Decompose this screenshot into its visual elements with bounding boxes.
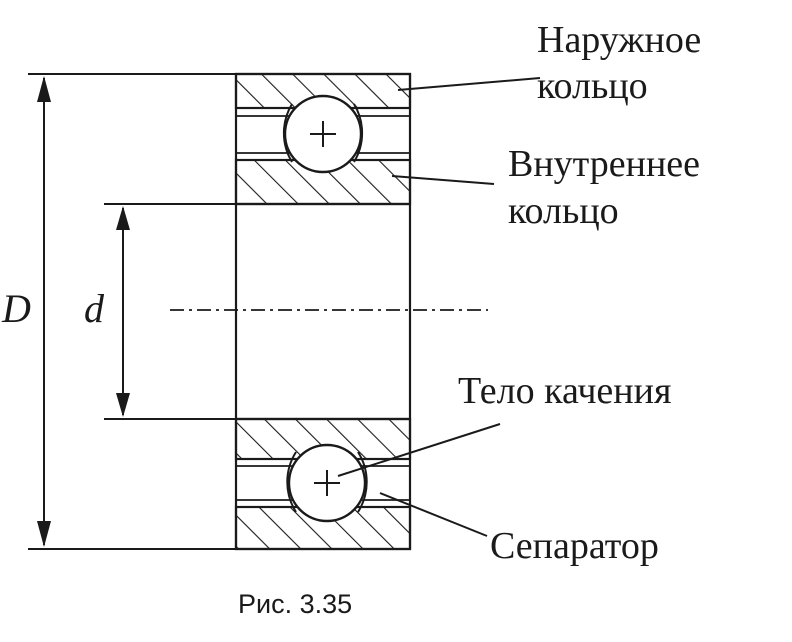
outer-ring-label-line1: Наружное xyxy=(537,19,701,61)
figure-caption: Рис. 3.35 xyxy=(238,589,352,619)
rolling-element-label: Тело качения xyxy=(458,370,671,412)
rolling-element-bottom xyxy=(286,443,368,523)
inner-ring-label-line2: кольцо xyxy=(508,190,619,232)
outer-diameter-label: D xyxy=(1,286,31,331)
inner-diameter-dimension xyxy=(104,203,236,420)
leader-lines xyxy=(337,77,541,537)
separator-label: Сепаратор xyxy=(490,525,659,567)
outer-diameter-dimension xyxy=(28,73,236,550)
inner-ring-label-line1: Внутреннее xyxy=(508,143,700,185)
rolling-element-top xyxy=(282,94,364,174)
bearing-cross-section xyxy=(234,72,412,551)
inner-diameter-label: d xyxy=(84,286,105,331)
outer-ring-label-line2: кольцо xyxy=(537,65,648,107)
